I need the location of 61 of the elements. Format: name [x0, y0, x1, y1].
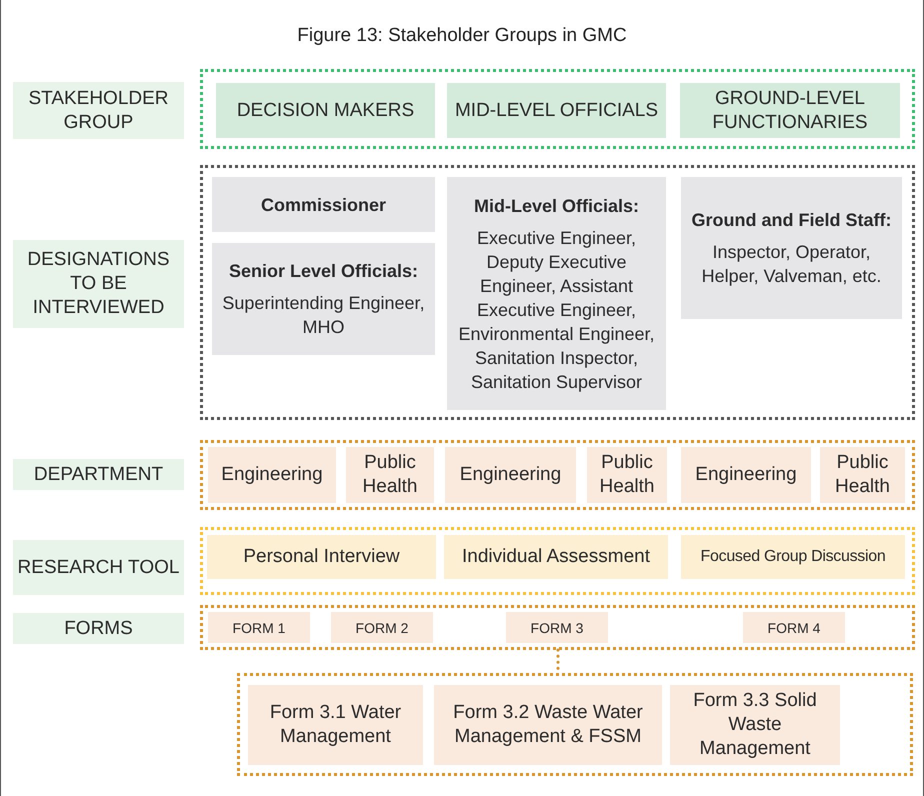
box-text: Public Health	[834, 451, 891, 499]
box-text: DESIGNATIONS TO BE INTERVIEWED	[26, 248, 171, 320]
box-text: FORMS	[64, 616, 133, 640]
category-box	[670, 685, 840, 765]
box-text: Personal Interview	[243, 545, 400, 569]
box-text: Public Health	[362, 451, 418, 499]
dotted-frame	[200, 440, 915, 510]
figure-title: Figure 13: Stakeholder Groups in GMC	[296, 24, 628, 48]
box-text: Form 3.2 Waste Water Management & FSSM	[452, 701, 644, 749]
box-heading: Ground and Field Staff:	[692, 209, 892, 232]
group-box	[216, 83, 435, 138]
box-text: RESEARCH TOOL	[18, 556, 180, 580]
box-text: GROUND-LEVEL FUNCTIONARIES	[711, 86, 869, 134]
box-heading: Senior Level Officials:	[228, 260, 418, 283]
dotted-frame	[200, 165, 915, 420]
box-text: DEPARTMENT	[34, 462, 164, 486]
box-text: Focused Group Discussion	[700, 547, 886, 567]
designation-box	[212, 177, 435, 232]
group-box	[680, 83, 900, 138]
box-text: Form 3.1 Water Management	[268, 701, 402, 749]
box-text: Public Health	[598, 451, 656, 499]
tool-box	[681, 535, 905, 579]
box-heading: Mid-Level Officials:	[474, 194, 640, 218]
box-text: STAKEHOLDER GROUP	[27, 86, 170, 134]
box-text: FORM 4	[768, 618, 820, 636]
designation-box	[212, 243, 435, 355]
box-text: Engineering	[695, 463, 797, 487]
box-text: FORM 3	[530, 618, 584, 636]
category-box	[587, 447, 667, 503]
box-text: Form 3.3 Solid Waste Management	[692, 689, 818, 761]
box-text: Executive Engineer, Deputy Executive Engineer, Assistant Executive Engineer, Environmental Engineer, Sanitation Inspector, Sanitation Supervisor	[457, 226, 656, 394]
box-text: Engineering	[221, 463, 323, 487]
category-box	[248, 685, 423, 765]
category-box	[681, 447, 811, 503]
box-text: Engineering	[460, 463, 562, 487]
dotted-frame	[200, 527, 915, 595]
box-text: MID-LEVEL OFFICIALS	[454, 98, 658, 122]
category-box	[208, 447, 336, 503]
category-box	[445, 447, 576, 503]
box-text: FORM 1	[232, 618, 286, 636]
box-text: Superintending Engineer, MHO	[221, 292, 426, 339]
designation-box	[447, 177, 666, 410]
form-box	[331, 612, 433, 643]
box-text: Commissioner	[260, 194, 386, 216]
form-box	[743, 612, 845, 643]
box-text: DECISION MAKERS	[236, 98, 414, 122]
category-box	[346, 447, 434, 503]
box-text: Individual Assessment	[462, 545, 650, 569]
tool-box	[207, 535, 436, 579]
group-box	[447, 83, 666, 138]
box-text: Inspector, Operator, Helper, Valveman, etc.	[700, 241, 882, 288]
form-box	[506, 612, 608, 643]
dotted-frame	[200, 605, 915, 650]
category-box	[434, 685, 662, 765]
form-box	[208, 612, 310, 643]
tool-box	[444, 535, 668, 579]
designation-box	[681, 177, 902, 319]
category-box	[820, 447, 905, 503]
dotted-frame	[237, 673, 913, 776]
box-text: FORM 2	[356, 618, 408, 636]
dotted-frame	[200, 69, 915, 149]
